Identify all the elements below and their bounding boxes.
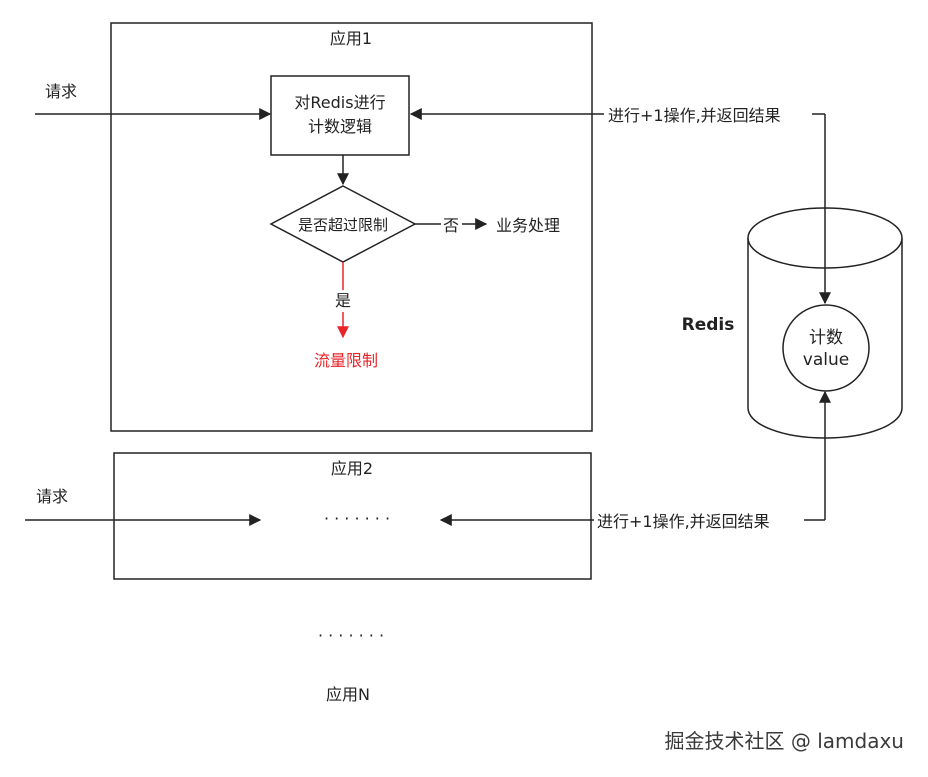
redis-counter-line1: 计数 — [809, 328, 843, 348]
appN-title: 应用N — [326, 685, 370, 704]
redis-counter-circle — [782, 304, 870, 392]
watermark: 掘金技术社区 @ lamdaxu — [665, 729, 904, 753]
app2-dots: · · · · · · · — [324, 509, 390, 528]
redis-counter-line2: value — [803, 350, 849, 370]
redis-logic-line2: 计数逻辑 — [308, 117, 372, 136]
appN-dots: · · · · · · · — [318, 626, 384, 645]
app2-request-label: 请求 — [36, 487, 68, 506]
app2-box — [113, 452, 592, 580]
redis-logic-line1: 对Redis进行 — [294, 93, 385, 112]
business-process-label: 业务处理 — [496, 216, 560, 235]
app2-title: 应用2 — [331, 459, 373, 478]
app1-title: 应用1 — [330, 29, 372, 48]
no-branch-label: 否 — [443, 216, 459, 235]
yes-branch-label: 是 — [335, 291, 351, 310]
app1-box — [110, 22, 593, 432]
redis-to-app2-label: 进行+1操作,并返回结果 — [597, 512, 770, 531]
rate-limit-label: 流量限制 — [314, 351, 378, 370]
redis-label: Redis — [682, 315, 735, 335]
app1-request-label: 请求 — [45, 82, 77, 101]
redis-logic-box — [270, 75, 410, 156]
decision-label: 是否超过限制 — [298, 216, 388, 234]
redis-to-app1-label: 进行+1操作,并返回结果 — [608, 106, 781, 125]
